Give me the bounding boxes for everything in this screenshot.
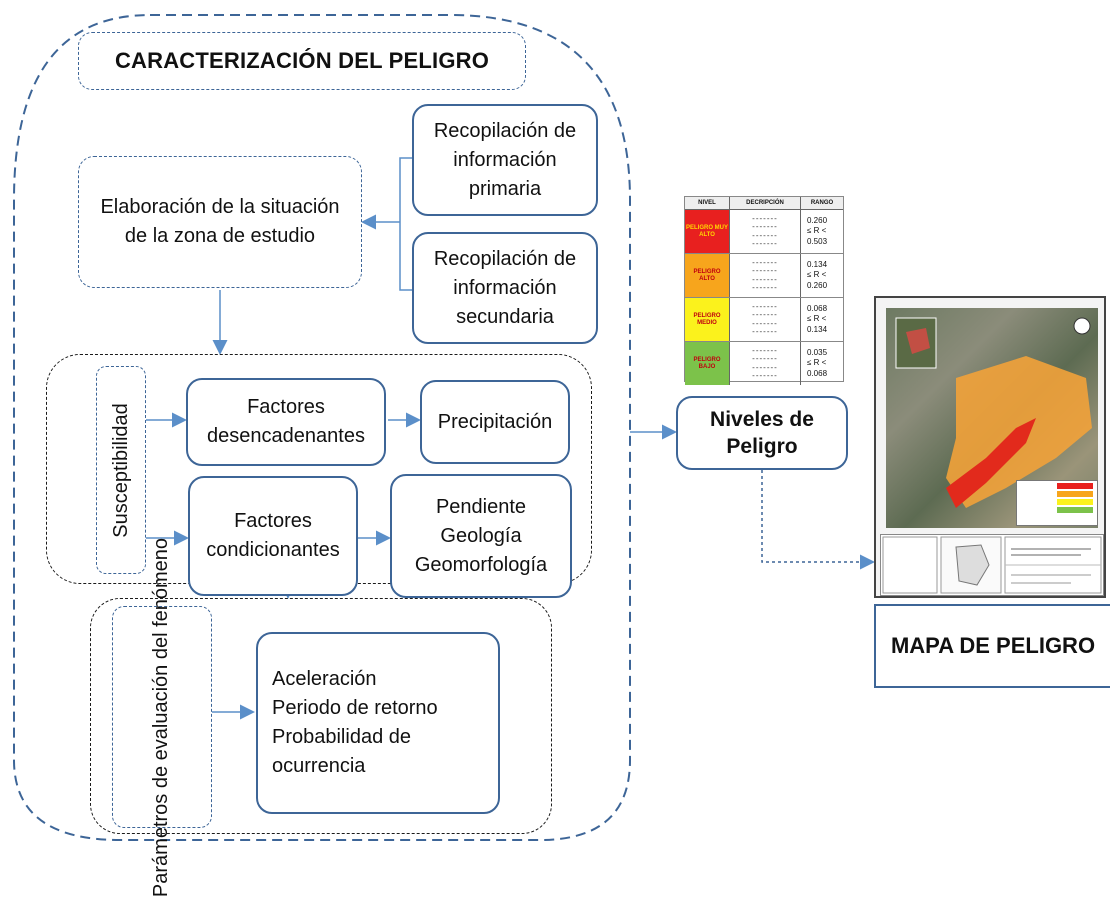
susceptibilidad-text-wrap: Susceptibilidad <box>96 366 146 574</box>
factores-condicionantes-box: Factores condicionantes <box>188 476 358 596</box>
legend-header-rango: RANGO <box>810 200 834 206</box>
mapa-peligro-label: MAPA DE PELIGRO <box>890 633 1096 659</box>
factores-condicionantes-label: Factores condicionantes <box>206 510 340 561</box>
susceptibilidad-label: Susceptibilidad <box>109 402 132 538</box>
susceptibilidad-box <box>96 366 146 574</box>
legend-description-lines: ---------------------------- <box>730 298 801 341</box>
title-box: CARACTERIZACIÓN DEL PELIGRO <box>78 32 526 90</box>
recopilacion-secundaria-box: Recopilación de información secundaria <box>412 232 598 344</box>
map-legend-muy-alto <box>1057 483 1093 489</box>
precipitacion-label: Precipitación <box>437 410 553 433</box>
legend-range: 0.260 ≤ R < 0.503 <box>807 215 828 246</box>
pendiente-label: Pendiente Geología Geomorfología <box>414 495 548 576</box>
map-legend-box <box>1016 480 1098 526</box>
legend-level-medio: PELIGRO MEDIO <box>685 298 730 341</box>
aceleracion-box: Aceleración Periodo de retorno Probabili… <box>256 632 500 814</box>
legend-level-bajo: PELIGRO BAJO <box>685 342 730 385</box>
legend-description-lines: ---------------------------- <box>730 254 801 297</box>
legend-header-descripcion: DECRIPCIÓN <box>730 197 801 209</box>
map-legend-bajo <box>1057 507 1093 513</box>
legend-range: 0.068 ≤ R < 0.134 <box>807 303 828 334</box>
map-legend-alto <box>1057 491 1093 497</box>
parametros-group <box>90 598 552 834</box>
factores-desencadenantes-label: Factores desencadenantes <box>207 396 365 447</box>
legend-row: PELIGRO MEDIO --------------------------… <box>685 298 843 342</box>
pendiente-box: Pendiente Geología Geomorfología <box>390 474 572 598</box>
parametros-text-wrap: Parámetros de evaluación del fenómeno <box>112 537 212 896</box>
legend-description-lines: ---------------------------- <box>730 342 801 385</box>
legend-range: 0.134 ≤ R < 0.260 <box>807 259 828 290</box>
elaboracion-box: Elaboración de la situación de la zona d… <box>78 156 362 288</box>
legend-level-muy-alto: PELIGRO MUY ALTO <box>685 210 730 253</box>
map-title-block <box>880 534 1104 596</box>
parametros-label: Parámetros de evaluación del fenómeno <box>150 537 173 897</box>
legend-row: PELIGRO BAJO ---------------------------… <box>685 342 843 385</box>
precipitacion-box: Precipitación <box>420 380 570 464</box>
parametros-box <box>112 606 212 828</box>
elaboracion-label: Elaboración de la situación de la zona d… <box>100 196 340 247</box>
recopilacion-primaria-box: Recopilación de información primaria <box>412 104 598 216</box>
outer-container <box>13 14 631 841</box>
legend-row: PELIGRO ALTO ---------------------------… <box>685 254 843 298</box>
factores-desencadenantes-box: Factores desencadenantes <box>186 378 386 466</box>
recopilacion-primaria-label: Recopilación de información primaria <box>433 119 577 200</box>
recopilacion-secundaria-label: Recopilación de información secundaria <box>433 247 577 328</box>
legend-header: NIVEL DECRIPCIÓN RANGO <box>685 197 843 210</box>
hazard-map-image <box>874 296 1106 598</box>
map-legend-medio <box>1057 499 1093 505</box>
niveles-peligro-box: Niveles de Peligro <box>676 396 848 470</box>
legend-header-nivel: NIVEL <box>685 197 730 209</box>
peligro-legend-table: NIVEL DECRIPCIÓN RANGO PELIGRO MUY ALTO … <box>684 196 844 385</box>
legend-description-lines: ---------------------------- <box>730 210 801 253</box>
map-hazard-shape <box>895 317 1092 508</box>
legend-range: 0.035 ≤ R < 0.068 <box>807 347 828 378</box>
legend-row: PELIGRO MUY ALTO -----------------------… <box>685 210 843 254</box>
connector-lines <box>13 14 875 841</box>
legend-level-alto: PELIGRO ALTO <box>685 254 730 297</box>
map-title-block-drawing <box>882 536 1102 594</box>
niveles-peligro-label: Niveles de Peligro <box>710 407 814 458</box>
title-label: CARACTERIZACIÓN DEL PELIGRO <box>114 48 490 74</box>
aceleracion-label: Aceleración Periodo de retorno Probabili… <box>272 668 438 777</box>
mapa-peligro-box: MAPA DE PELIGRO <box>874 604 1110 688</box>
